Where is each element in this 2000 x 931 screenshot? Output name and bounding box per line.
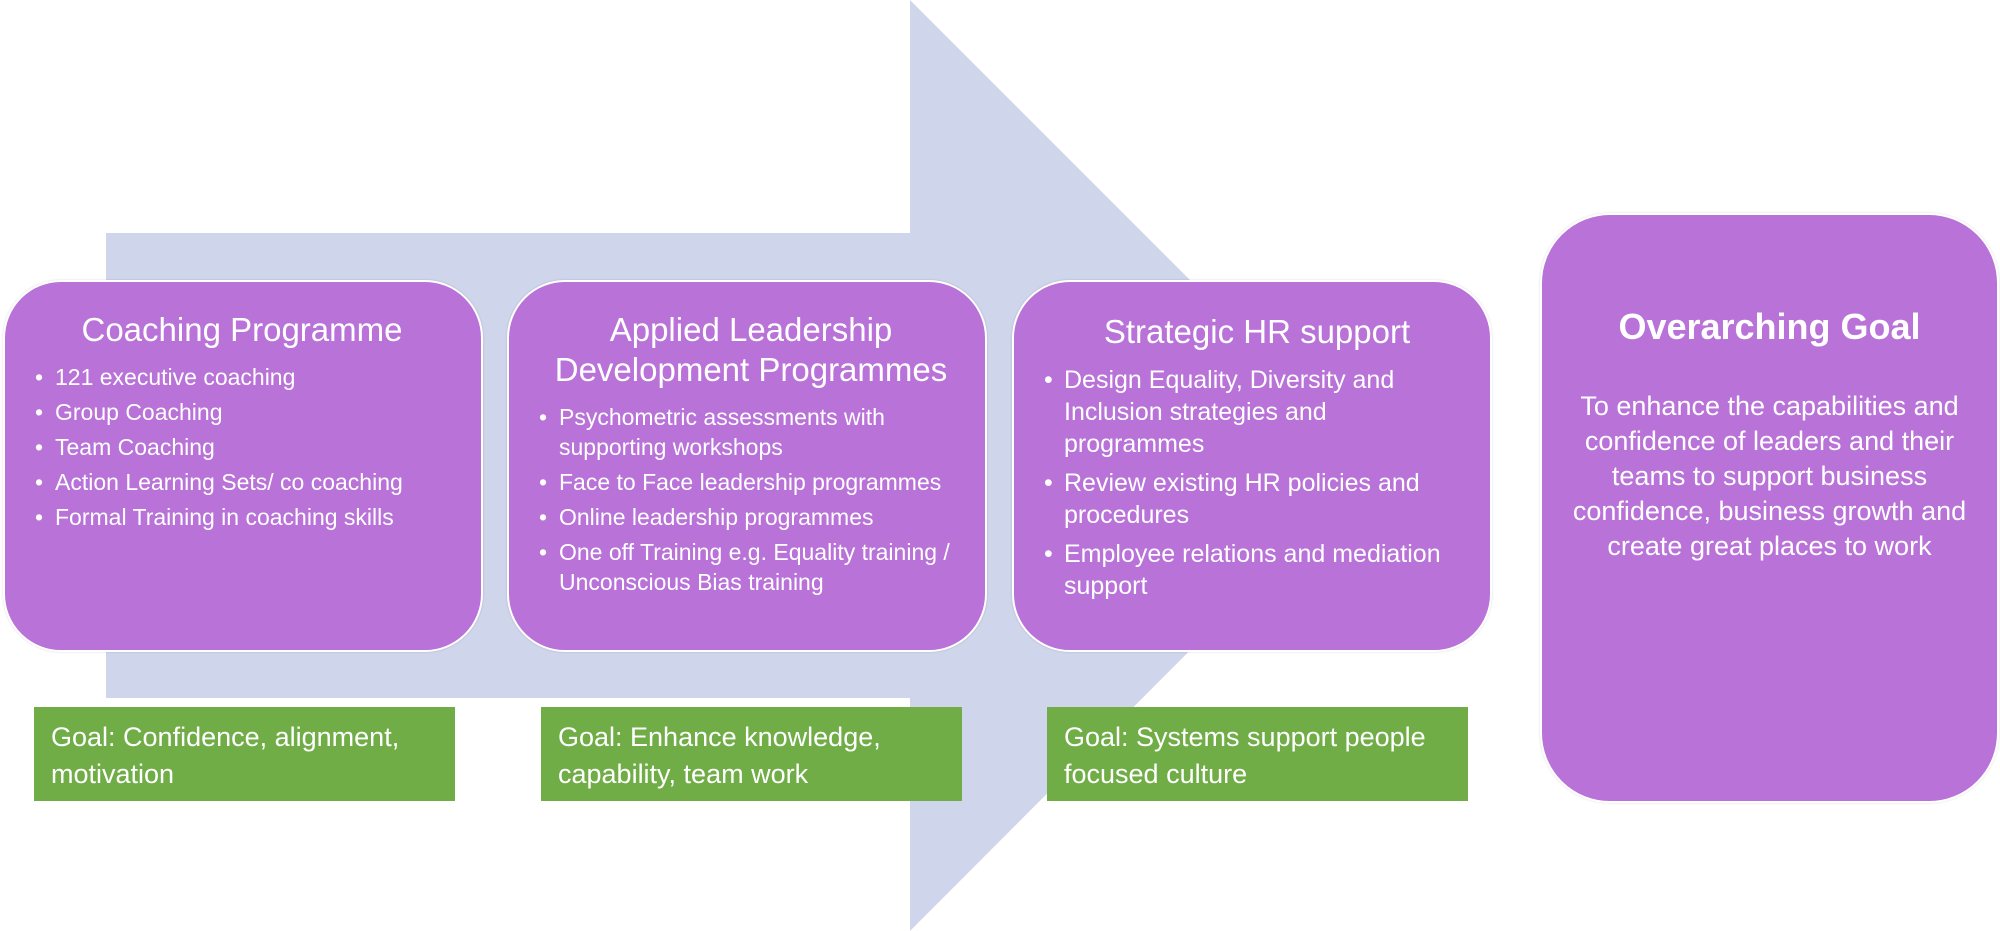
card-list: •Design Equality, Diversity and Inclusio…	[1044, 364, 1470, 602]
list-item: •Online leadership programmes	[539, 504, 874, 530]
list-item: •Face to Face leadership programmes	[539, 469, 942, 495]
card-list: •Psychometric assessments with supportin…	[539, 402, 963, 597]
strategic-hr-card: Strategic HR support •Design Equality, D…	[1012, 280, 1492, 652]
card-title: Coaching Programme	[81, 311, 403, 348]
overarching-goal-text: To enhance the capabilities and confiden…	[1572, 391, 1967, 561]
list-item: •Review existing HR policies and procedu…	[1044, 469, 1420, 529]
list-item: •Action Learning Sets/ co coaching	[35, 469, 403, 495]
list-item: •Psychometric assessments with supportin…	[539, 404, 885, 460]
goal-box-coaching: Goal: Confidence, alignment, motivation	[34, 707, 455, 801]
overarching-goal-card: Overarching Goal To enhance the capabili…	[1540, 213, 1999, 803]
goal-box-leadership: Goal: Enhance knowledge, capability, tea…	[541, 707, 962, 801]
leadership-development-card: Applied Leadership Development Programme…	[507, 280, 987, 652]
card-title: Applied Leadership Development Programme…	[554, 311, 948, 388]
list-item: •One off Training e.g. Equality training…	[539, 539, 950, 595]
list-item: •Design Equality, Diversity and Inclusio…	[1044, 366, 1395, 458]
coaching-programme-card: Coaching Programme •121 executive coachi…	[3, 280, 483, 652]
list-item: •Employee relations and mediation suppor…	[1044, 540, 1441, 600]
card-list: •121 executive coaching •Group Coaching …	[35, 360, 459, 535]
list-item: •Team Coaching	[35, 434, 215, 460]
list-item: •Group Coaching	[35, 399, 223, 425]
overarching-goal-title: Overarching Goal	[1618, 306, 1921, 347]
card-title: Strategic HR support	[1103, 313, 1411, 350]
list-item: •Formal Training in coaching skills	[35, 504, 394, 530]
list-item: •121 executive coaching	[35, 364, 296, 390]
goal-box-hr: Goal: Systems support people focused cul…	[1047, 707, 1468, 801]
